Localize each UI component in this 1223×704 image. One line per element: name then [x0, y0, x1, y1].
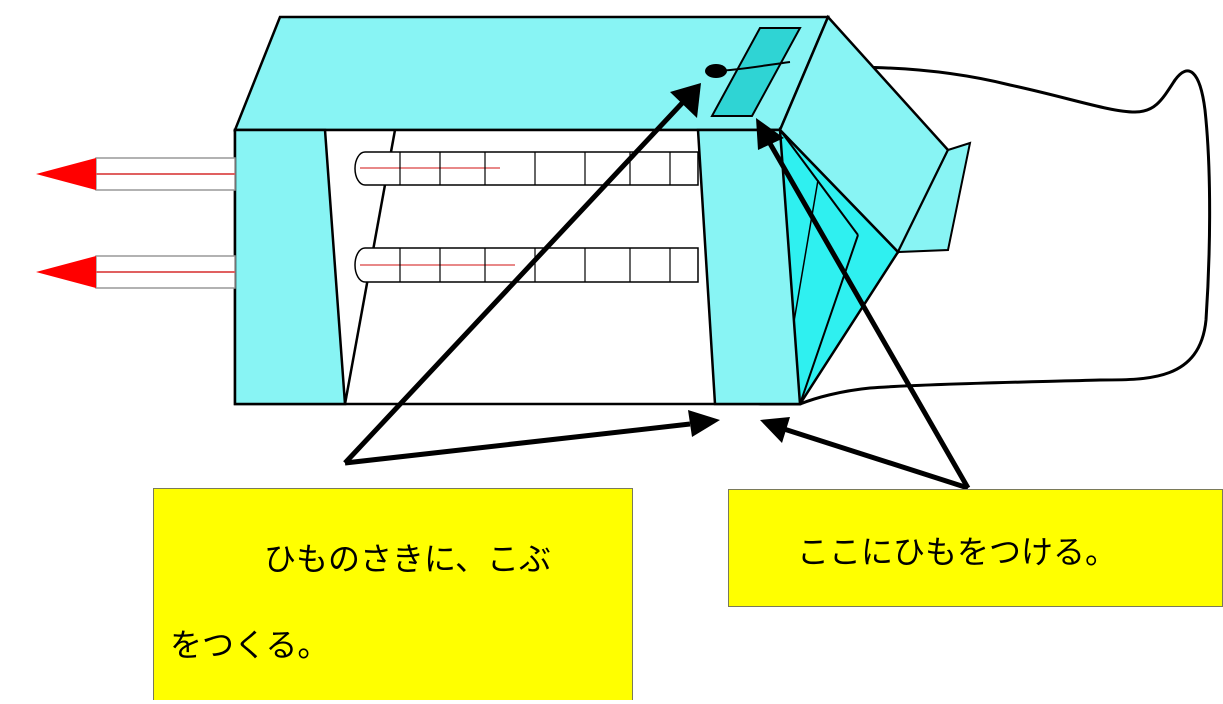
- device-right-band: [696, 128, 802, 406]
- device-left-band: [233, 128, 347, 406]
- string: [715, 61, 791, 72]
- arrow-to-bottom-left: [344, 421, 691, 466]
- callout-knot-line2: をつくる。: [170, 626, 330, 664]
- pointer-arrows: [343, 83, 971, 491]
- arrow-to-slot: [765, 138, 971, 490]
- upper-projectile: [36, 157, 236, 191]
- device-side-flap: [896, 141, 972, 254]
- upper-rod-inner: [354, 151, 699, 186]
- arrow-to-knot: [343, 98, 687, 465]
- arrow-head-slot: [756, 118, 784, 150]
- callout-attach-text: ここにひもをつける。: [797, 533, 1118, 571]
- lower-projectile: [36, 255, 236, 289]
- lower-rod-inner: [354, 247, 699, 283]
- arrow-head-knot: [670, 83, 701, 118]
- callout-knot: ひものさきに、こぶ をつくる。: [153, 488, 633, 700]
- hand-outline: [734, 65, 1212, 406]
- arrow-head-bottom-left: [688, 410, 720, 437]
- callout-attach: ここにひもをつける。: [728, 489, 1223, 607]
- wedge-crease-1: [779, 129, 859, 236]
- wedge-crease-2: [799, 234, 859, 405]
- callout-knot-line1: ひものさきに、こぶ: [232, 540, 552, 578]
- arrow-to-bottom-right: [783, 426, 969, 491]
- arrow-head-bottom-right: [760, 417, 790, 443]
- string-slot: [710, 27, 802, 117]
